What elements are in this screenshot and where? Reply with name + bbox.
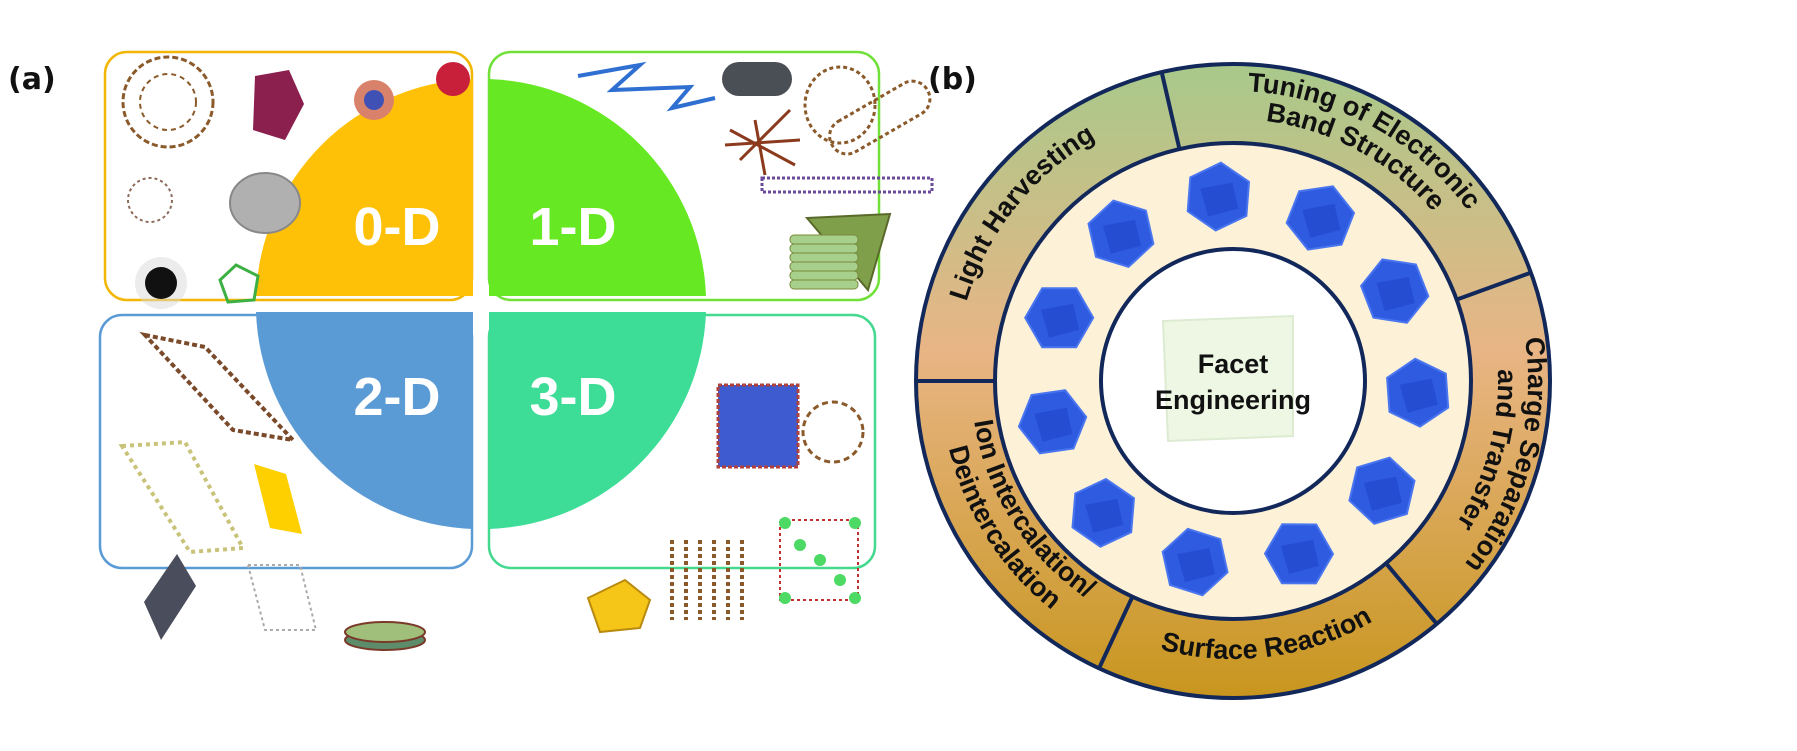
nanodisk-icon [344,621,426,643]
perovskite-atom-icon [779,592,791,604]
nanotube-bundle-tube-icon [789,270,859,281]
quantum-dot-icon [145,267,177,299]
quadrant-0d [256,79,473,296]
nanoribbon-icon [760,176,934,194]
nanoparticle-icon [436,62,470,96]
perovskite-lattice-icon [779,519,859,601]
crystal-facet-icon [1041,303,1080,338]
crystal-facet-icon [1399,378,1438,413]
nanotube-bundle-tube-icon [789,279,859,290]
nanotube-end-icon [803,65,877,145]
cluster-icon [229,172,301,234]
perovskite-atom-icon [814,554,826,566]
nanorod-icon [722,62,792,96]
nanotube-bundle-tube-icon [789,261,859,272]
quadrant-label-3d: 3-D [529,367,616,427]
nanotube-icon [828,79,932,156]
boron-nitride-icon [246,564,318,631]
borane-cluster-icon [218,263,260,304]
quadrant-3d [489,312,706,529]
fullerene-icon-inner [139,73,197,131]
mos2-sheet-icon [118,439,247,555]
quadrant-label-2d: 2-D [353,367,440,427]
panel-b-label: (b) [928,62,977,97]
panel-a-label: (a) [8,62,56,97]
nanofiber-strands-icon [724,108,801,176]
crystal-facet-icon [1085,498,1124,533]
segment-divider [1159,71,1182,150]
center-title-line1: Facet [1198,349,1269,379]
nanotube-bundle-tube-icon [789,252,859,263]
core-shell-core-icon [364,90,384,110]
center-polyhedron-icon [1161,314,1294,443]
stacked-sheets-icon [586,578,652,634]
crystal-facet-icon [1034,407,1073,442]
quadrant-2d [256,312,473,529]
crystal-facet-icon [1200,182,1239,217]
segment-divider [1455,270,1532,302]
quadrant-1d [489,79,706,296]
perovskite-atom-icon [834,574,846,586]
nanowire-icon [577,61,716,112]
nanoflake-icon [254,464,302,534]
perovskite-atom-icon [794,539,806,551]
crystal-facet-icon [1281,539,1320,574]
fullerene-icon [121,55,215,149]
crystal-facet-icon [1102,219,1141,254]
nanotube-bundle-tube-icon [789,234,859,245]
crystal-facet-icon [1302,203,1341,238]
segment-divider [1384,562,1439,626]
nanocluster-icon [253,70,304,140]
porphyrin-icon [127,177,173,223]
crystal-facet-icon [1376,277,1415,312]
segment-divider [1097,595,1135,670]
quadrant-label-1d: 1-D [529,197,616,257]
crystal-facet-icon [1363,476,1402,511]
perovskite-atom-icon [779,517,791,529]
layered-crystal-icon [716,383,800,469]
perovskite-atom-icon [849,592,861,604]
nanotube-bundle-tube-icon [789,243,859,254]
framework-icon [801,400,865,464]
crystal-facet-icon [1177,548,1216,583]
quadrant-label-0d: 0-D [353,197,440,257]
center-title-line2: Engineering [1155,385,1311,415]
graphene-icon [139,331,299,443]
nanosheet-icon [144,554,196,640]
perovskite-atom-icon [849,517,861,529]
